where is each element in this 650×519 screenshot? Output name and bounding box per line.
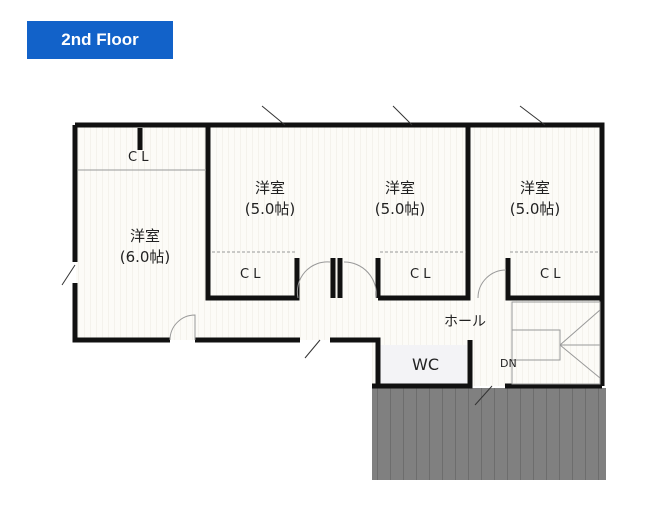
closet-label: C L [410, 267, 431, 282]
room-label: 洋室(6.0帖) [119, 227, 171, 266]
closet-label: C L [540, 267, 561, 282]
walls [72, 122, 605, 389]
stairs-dn-label: DN [500, 357, 517, 370]
wc-label: WC [412, 355, 439, 374]
closet-label: C L [240, 267, 261, 282]
room-label: 洋室(5.0帖) [244, 179, 296, 218]
hall-label: ホール [444, 314, 486, 330]
room-label: 洋室(5.0帖) [509, 179, 561, 218]
room-label: 洋室(5.0帖) [374, 179, 426, 218]
balcony [372, 388, 606, 480]
floor-label-badge: 2nd Floor [27, 21, 173, 59]
wc-room [380, 345, 467, 384]
floor-area [76, 126, 602, 340]
closet-label: C L [128, 150, 149, 165]
